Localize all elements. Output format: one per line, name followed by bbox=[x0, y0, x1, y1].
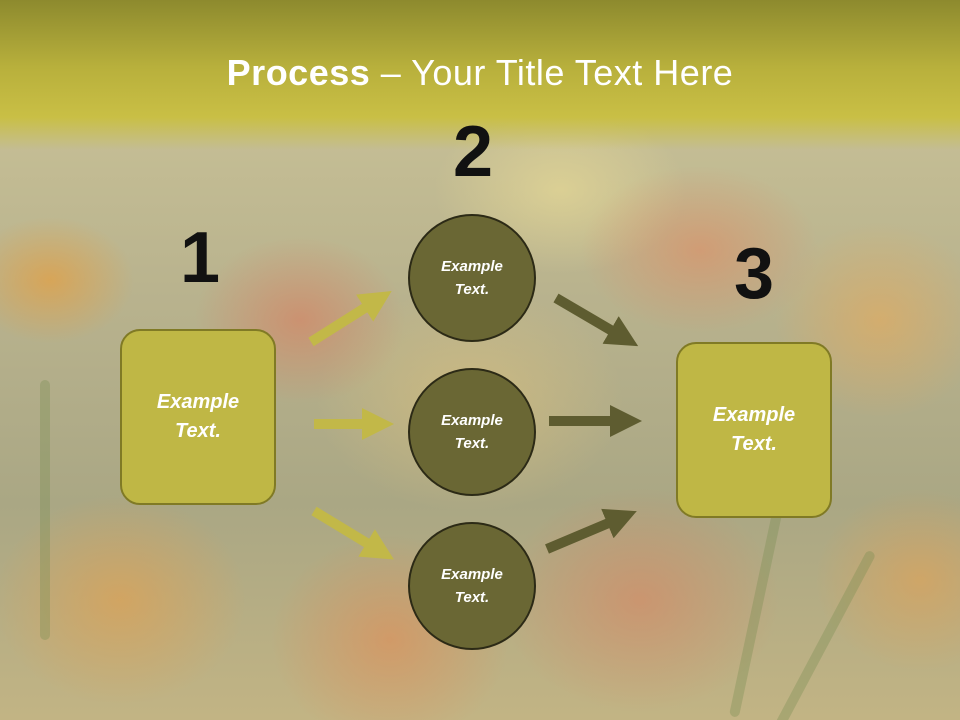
title-dash: – bbox=[370, 52, 412, 93]
step-number-3: 3 bbox=[733, 234, 775, 314]
title-bold: Process bbox=[226, 52, 371, 93]
step-number-1: 1 bbox=[179, 218, 221, 298]
header-band bbox=[0, 0, 960, 150]
stem-shape bbox=[40, 380, 50, 640]
step-2-circle-bottom: Example Text. bbox=[408, 522, 536, 650]
arrow-1-to-bottom bbox=[311, 506, 394, 560]
arrow-top-to-3 bbox=[553, 293, 639, 347]
step-1-box: Example Text. bbox=[120, 329, 276, 505]
step-number-2: 2 bbox=[452, 112, 494, 192]
step-2-circle-middle: Example Text. bbox=[408, 368, 536, 496]
step-2-circle-top: Example Text. bbox=[408, 214, 536, 342]
slide-title: Process – Your Title Text Here bbox=[0, 52, 960, 94]
arrow-1-to-top bbox=[308, 291, 392, 347]
arrow-bottom-to-3 bbox=[545, 508, 637, 554]
step-3-box: Example Text. bbox=[676, 342, 832, 518]
title-rest: Your Title Text Here bbox=[411, 52, 734, 93]
